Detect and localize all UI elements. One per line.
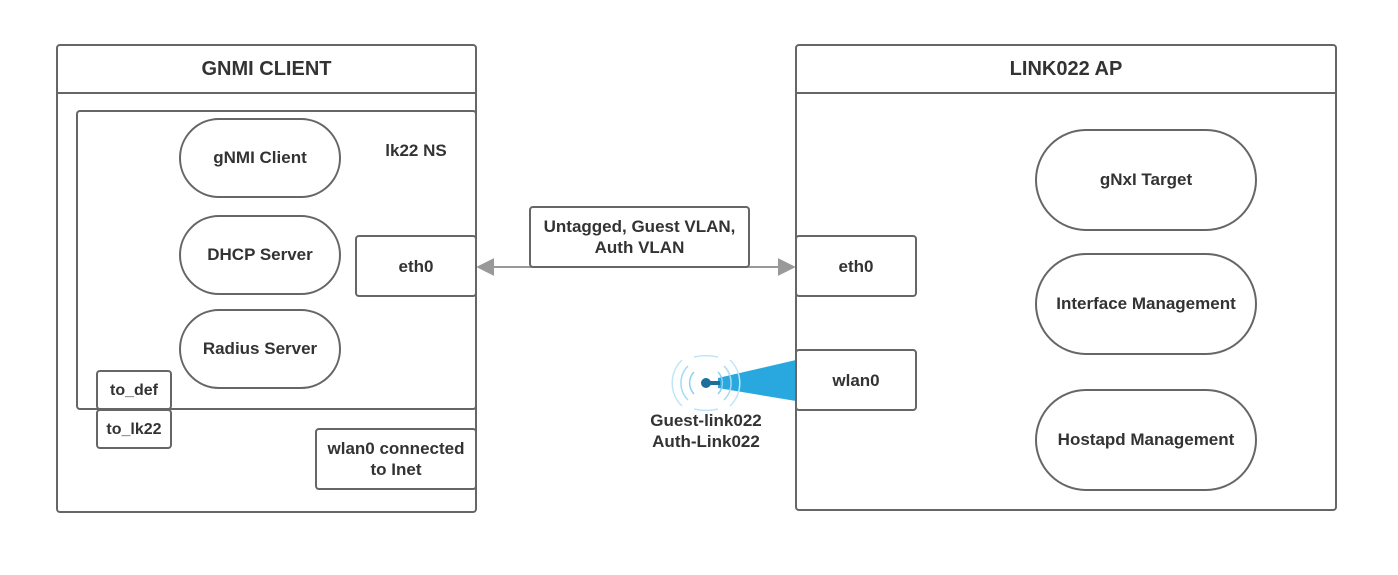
wireless-beam	[718, 360, 796, 401]
vlan-link-label-line-2: Auth VLAN	[594, 238, 685, 257]
antenna-icon	[671, 354, 741, 412]
ssid-labels: Guest-link022 Auth-Link022	[630, 410, 782, 454]
ap-wlan0-interface: wlan0	[795, 349, 917, 411]
to-def-interface: to_def	[96, 370, 172, 410]
wlan0-note-line-1: wlan0 connected	[327, 439, 465, 458]
gnmi-client-title: GNMI CLIENT	[58, 46, 475, 94]
ssid-guest: Guest-link022	[650, 411, 762, 430]
wlan0-note-box: wlan0 connected to Inet	[315, 428, 477, 490]
to-lk22-interface: to_lk22	[96, 409, 172, 449]
vlan-link-label-line-1: Untagged, Guest VLAN,	[543, 217, 736, 236]
namespace-label: lk22 NS	[385, 141, 447, 160]
gnxi-target-service: gNxI Target	[1035, 129, 1257, 231]
dhcp-server-service: DHCP Server	[179, 215, 341, 295]
wlan0-note-line-2: to Inet	[370, 460, 422, 479]
client-eth0-interface: eth0	[355, 235, 477, 297]
interface-management-service: Interface Management	[1035, 253, 1257, 355]
ssid-auth: Auth-Link022	[652, 432, 760, 451]
gnmi-client-service: gNMI Client	[179, 118, 341, 198]
link022-ap-title: LINK022 AP	[797, 46, 1335, 94]
vlan-link-label: Untagged, Guest VLAN, Auth VLAN	[529, 206, 750, 268]
ap-eth0-interface: eth0	[795, 235, 917, 297]
radius-server-service: Radius Server	[179, 309, 341, 389]
hostapd-management-service: Hostapd Management	[1035, 389, 1257, 491]
